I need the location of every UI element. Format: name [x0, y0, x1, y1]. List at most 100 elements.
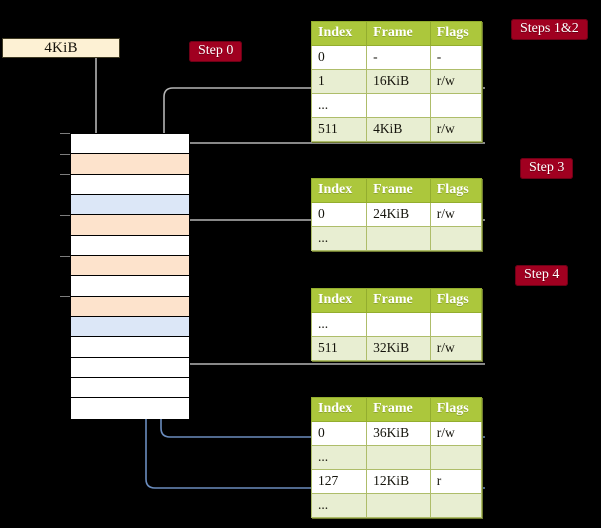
memory-tick-mark [60, 215, 71, 216]
column-header-flags: Flags [429, 21, 483, 46]
cell-frame [366, 312, 431, 337]
cell-index: ... [310, 493, 368, 518]
cell-frame: 24KiB [366, 202, 431, 227]
memory-frame-row [71, 398, 189, 419]
memory-frame-row [71, 378, 189, 399]
badge-step-3-label: Step 3 [529, 160, 565, 175]
table-row: ... [310, 93, 483, 118]
badge-steps-1-and-2-label: Steps 1&2 [520, 21, 579, 36]
table-row: ... [310, 493, 483, 518]
badge-step-4-label: Step 4 [524, 267, 560, 282]
column-header-flags: Flags [429, 397, 483, 422]
cell-flags: r [429, 469, 483, 494]
cell-flags: r/w [429, 69, 483, 94]
memory-tick-mark [60, 256, 71, 257]
column-header-frame: Frame [366, 178, 431, 203]
cell-flags: - [429, 45, 483, 70]
cell-index: ... [310, 445, 368, 470]
cell-index: 127 [310, 469, 368, 494]
cell-frame [366, 445, 431, 470]
cell-frame: 16KiB [366, 69, 431, 94]
column-header-index: Index [310, 397, 368, 422]
memory-frame-row [71, 174, 189, 196]
cell-frame: 12KiB [366, 469, 431, 494]
memory-tick-mark [60, 296, 71, 297]
page-box-label: 4KiB [44, 39, 78, 56]
memory-frame-row [71, 154, 189, 175]
memory-frame-row [71, 317, 189, 338]
cell-flags [429, 312, 483, 337]
cell-index: 0 [310, 421, 368, 446]
cell-flags [429, 493, 483, 518]
table-row: ... [310, 445, 483, 470]
memory-frame-row [71, 296, 189, 318]
cell-index: ... [310, 93, 368, 118]
cell-frame: 32KiB [366, 336, 431, 361]
cell-index: 1 [310, 69, 368, 94]
column-header-frame: Frame [366, 288, 431, 313]
cell-frame [366, 93, 431, 118]
memory-frame-row [71, 357, 189, 379]
memory-frame-row [71, 195, 189, 216]
cell-flags [429, 93, 483, 118]
cell-index: 0 [310, 45, 368, 70]
memory-tick-mark [60, 154, 71, 155]
cell-index: 0 [310, 202, 368, 227]
badge-step-4: Step 4 [515, 265, 569, 286]
wire-table0-row511-to-memory [169, 142, 485, 154]
badge-step-3: Step 3 [520, 158, 574, 179]
cell-index: ... [310, 226, 368, 251]
badge-step-0-label: Step 0 [198, 43, 234, 58]
badge-steps-1-and-2: Steps 1&2 [511, 19, 588, 40]
cell-frame: 4KiB [366, 117, 431, 142]
memory-frame-row [71, 276, 189, 297]
page-box-4kib: 4KiB [2, 38, 120, 58]
column-header-flags: Flags [429, 288, 483, 313]
cell-flags: r/w [429, 202, 483, 227]
column-header-frame: Frame [366, 21, 431, 46]
column-header-index: Index [310, 288, 368, 313]
memory-tick-mark [60, 174, 71, 175]
cell-flags: r/w [429, 117, 483, 142]
memory-tick-mark [60, 133, 71, 134]
cell-frame: 36KiB [366, 421, 431, 446]
badge-step-0: Step 0 [189, 41, 243, 62]
cell-index: 511 [310, 336, 368, 361]
memory-frame-row [71, 235, 189, 257]
cell-index: ... [310, 312, 368, 337]
memory-frame-row [71, 215, 189, 236]
cell-flags: r/w [429, 336, 483, 361]
memory-frame-row [71, 337, 189, 358]
memory-frame-row [71, 256, 189, 277]
column-header-index: Index [310, 178, 368, 203]
column-header-frame: Frame [366, 397, 431, 422]
table-row: 0-- [310, 45, 483, 70]
table-row: ... [310, 312, 483, 337]
cell-flags [429, 445, 483, 470]
physical-memory-column [70, 133, 190, 419]
cell-frame: - [366, 45, 431, 70]
cell-frame [366, 226, 431, 251]
cell-flags [429, 226, 483, 251]
cell-index: 511 [310, 117, 368, 142]
table-row: ... [310, 226, 483, 251]
cell-flags: r/w [429, 421, 483, 446]
column-header-index: Index [310, 21, 368, 46]
column-header-flags: Flags [429, 178, 483, 203]
memory-frame-row [71, 134, 189, 155]
